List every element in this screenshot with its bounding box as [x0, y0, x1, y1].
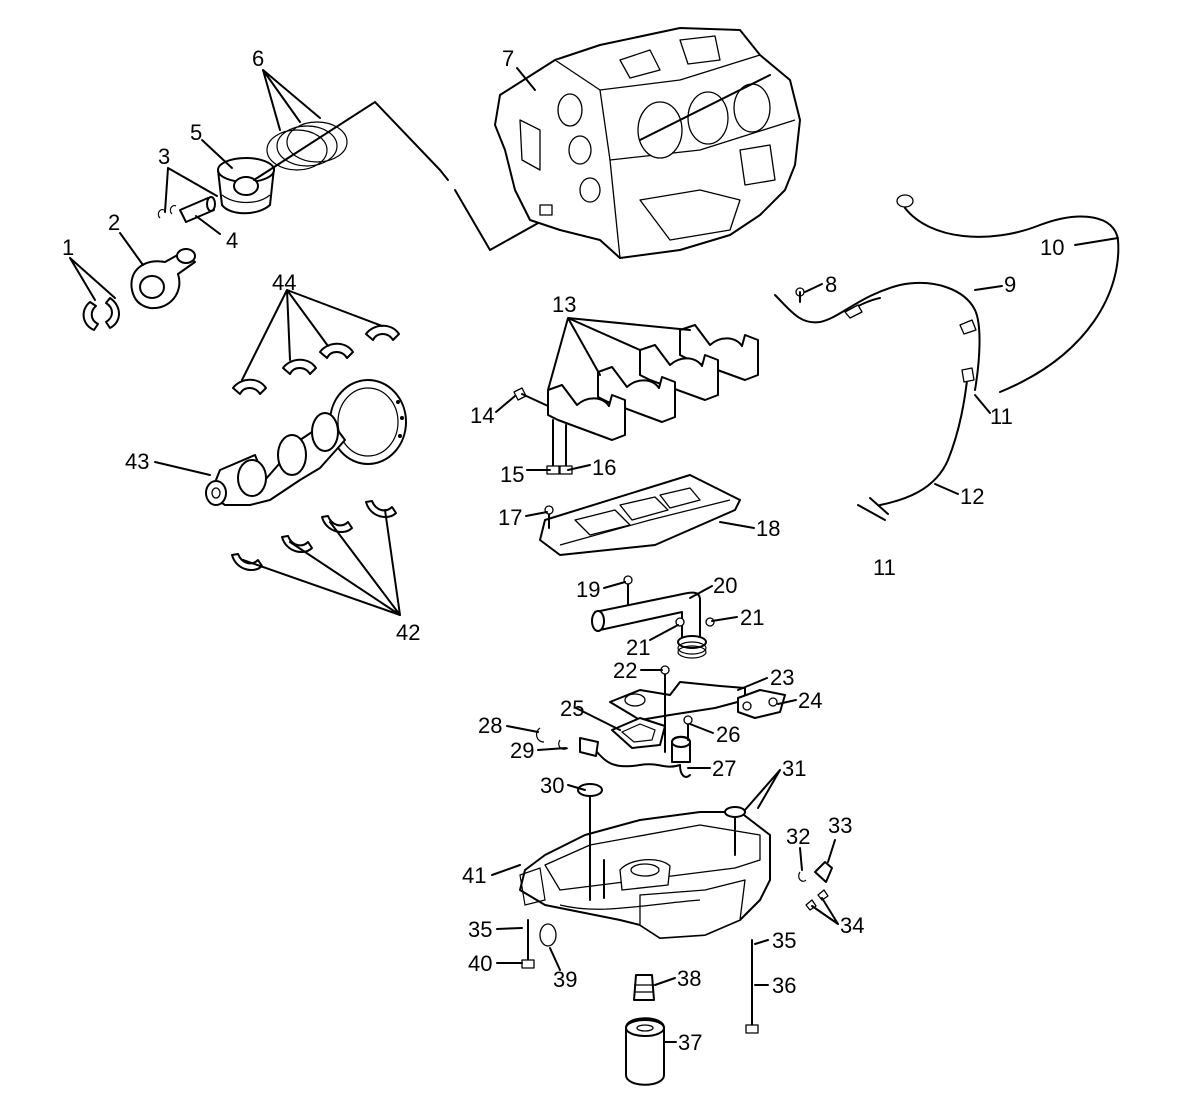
- oil-pan-drain-and-bolts: [745, 861, 833, 1034]
- bearing-cap-bolts: [513, 387, 573, 475]
- callout-11-upper: 11: [990, 404, 1013, 429]
- callout-15: 15: [500, 462, 524, 487]
- callout-33: 33: [828, 813, 852, 838]
- callout-35-left: 35: [468, 917, 492, 942]
- oil-level-sensor: [535, 715, 693, 778]
- callout-36: 36: [772, 973, 796, 998]
- callout-27: 27: [712, 756, 736, 781]
- leader-lines: [69, 67, 1119, 1043]
- callout-12: 12: [960, 484, 984, 509]
- engine-block: [494, 27, 801, 259]
- callout-11-lower: 11: [873, 555, 896, 580]
- callout-10: 10: [1040, 235, 1064, 260]
- callout-24: 24: [798, 688, 822, 713]
- callout-19: 19: [576, 577, 600, 602]
- connecting-rod: [130, 248, 196, 310]
- callout-13: 13: [552, 292, 576, 317]
- crankshaft-oil-deflector: [539, 474, 741, 556]
- callout-labels: 1 2 3 4 5 6 7 8 9 10 11 11 12 13 14 15 1…: [62, 46, 1064, 1055]
- oil-filter: [625, 974, 665, 1086]
- callout-25: 25: [560, 696, 584, 721]
- callout-30: 30: [540, 773, 564, 798]
- callout-14: 14: [470, 403, 494, 428]
- callout-42: 42: [396, 620, 420, 645]
- callout-32: 32: [786, 824, 810, 849]
- knock-sensor-harness: [774, 281, 981, 391]
- callout-21-left: 21: [626, 635, 650, 660]
- callout-29: 29: [510, 738, 534, 763]
- callout-17: 17: [498, 505, 522, 530]
- piston: [217, 157, 275, 215]
- callout-20: 20: [713, 573, 737, 598]
- callout-18: 18: [756, 516, 780, 541]
- callout-21-right: 21: [740, 605, 764, 630]
- callout-28: 28: [478, 713, 502, 738]
- callout-1: 1: [62, 235, 74, 260]
- callout-39: 39: [553, 967, 577, 992]
- callout-37: 37: [678, 1030, 702, 1055]
- callout-16: 16: [592, 455, 616, 480]
- callout-5: 5: [190, 120, 202, 145]
- callout-41: 41: [462, 863, 486, 888]
- callout-6: 6: [252, 46, 264, 71]
- piston-pin-and-retainers: [157, 196, 216, 223]
- oil-pump-suction-pipe: [591, 575, 715, 659]
- oil-pump-assembly: [609, 665, 786, 753]
- callout-44: 44: [272, 270, 296, 295]
- callout-40: 40: [468, 951, 492, 976]
- crankshaft-bearing-caps: [547, 324, 759, 441]
- oil-pressure-sensor-wire: [896, 194, 1120, 393]
- callout-8: 8: [825, 272, 837, 297]
- callout-2: 2: [108, 210, 120, 235]
- callout-7: 7: [502, 46, 514, 71]
- callout-4: 4: [226, 228, 238, 253]
- callout-9: 9: [1004, 272, 1016, 297]
- rod-bearing-halves: [82, 297, 120, 331]
- callout-31: 31: [782, 756, 806, 781]
- callout-35-right: 35: [772, 928, 796, 953]
- callout-43: 43: [125, 449, 149, 474]
- callout-26: 26: [716, 722, 740, 747]
- piston-rings: [266, 121, 348, 171]
- callout-38: 38: [677, 966, 701, 991]
- callout-3: 3: [158, 144, 170, 169]
- oil-level-indicator-tube: [857, 367, 975, 521]
- oil-pan: [519, 783, 771, 969]
- callout-23: 23: [770, 665, 794, 690]
- main-bearings-lower: [231, 500, 397, 571]
- crankshaft: [205, 379, 407, 506]
- main-bearings-upper: [232, 324, 400, 395]
- callout-34: 34: [840, 913, 864, 938]
- callout-22: 22: [613, 658, 637, 683]
